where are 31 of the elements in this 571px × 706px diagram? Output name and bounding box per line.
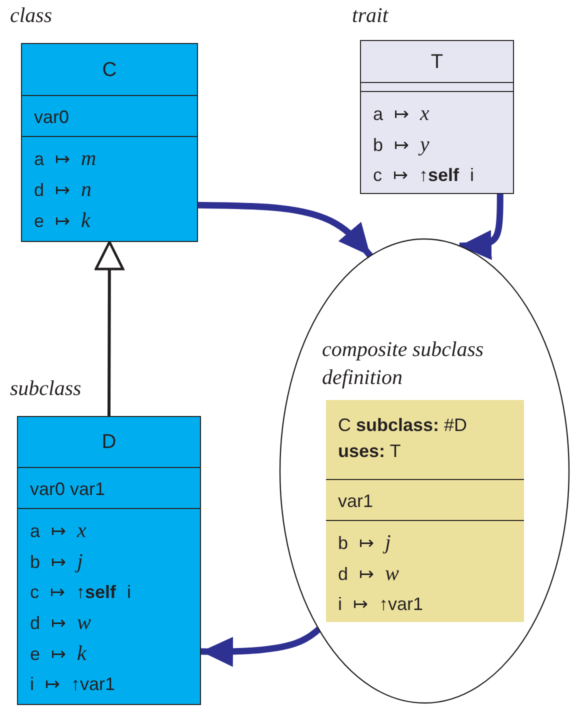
stereotype-label: trait bbox=[352, 3, 388, 27]
inheritance-arrow bbox=[94, 240, 124, 416]
method-row-text: a ↦ x bbox=[373, 100, 430, 127]
method-row-text: e ↦ k bbox=[34, 207, 90, 234]
ellipse-title: composite subclass definition bbox=[322, 336, 485, 391]
class-definition-line: C subclass: #D bbox=[338, 414, 468, 437]
method-row-text: b ↦ j bbox=[30, 548, 83, 575]
class-name: D bbox=[102, 430, 116, 455]
method-row-text: i ↦ ↑var1 bbox=[338, 593, 424, 616]
class-name: C bbox=[102, 58, 117, 82]
method-row-text: d ↦ n bbox=[34, 176, 92, 203]
attribute-list: var1 bbox=[338, 486, 374, 516]
method-row-text: i ↦ ↑var1 bbox=[30, 673, 116, 696]
method-row-text: b ↦ j bbox=[338, 529, 391, 556]
method-row-text: c ↦ ↑self i bbox=[30, 581, 132, 604]
method-row-text: d ↦ w bbox=[338, 560, 400, 587]
stereotype-label: class bbox=[10, 3, 52, 27]
method-row-text: a ↦ x bbox=[30, 517, 86, 544]
method-row-text: d ↦ w bbox=[30, 609, 92, 636]
attribute-list: var0 bbox=[34, 102, 70, 132]
method-row-text: b ↦ y bbox=[373, 131, 430, 158]
method-row-text: c ↦ ↑self i bbox=[373, 164, 474, 187]
stereotype-label: subclass bbox=[10, 376, 82, 400]
flow-arrow bbox=[200, 626, 321, 667]
flow-arrow bbox=[198, 202, 373, 258]
method-row-text: e ↦ k bbox=[30, 640, 86, 667]
method-row-text: a ↦ m bbox=[34, 145, 96, 172]
attribute-list: var0 var1 bbox=[30, 474, 106, 504]
class-name: T bbox=[430, 50, 444, 74]
flow-arrow bbox=[459, 194, 504, 260]
class-definition-line: uses: T bbox=[338, 440, 401, 463]
